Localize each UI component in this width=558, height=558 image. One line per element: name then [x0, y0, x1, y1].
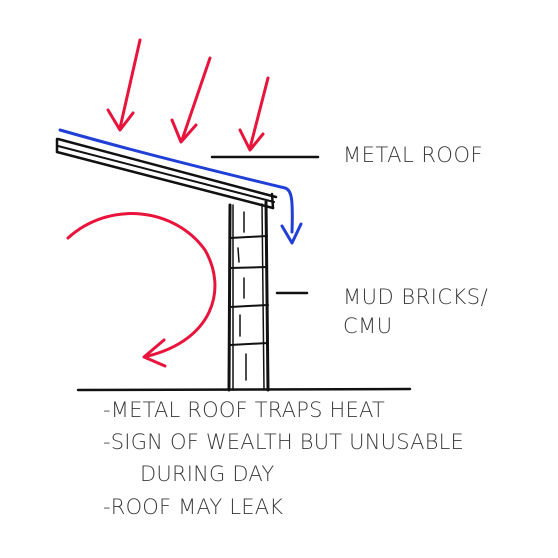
sun-ray-arrow-3 — [248, 76, 270, 150]
sun-ray-arrowhead-2 — [170, 118, 198, 144]
ground-line — [76, 387, 412, 392]
sun-ray-arrowhead-1 — [106, 108, 135, 132]
cmu-label: CMU — [343, 314, 393, 338]
note-wealth-continued: DURING DAY — [140, 462, 275, 486]
metal-roof-label: METAL ROOF — [343, 143, 484, 167]
heat-circulation-arrow — [66, 212, 217, 358]
note-leak: -ROOF MAY LEAK — [103, 495, 284, 519]
metal-roof-slab — [55, 137, 278, 210]
sun-ray-arrow-2 — [180, 56, 212, 142]
note-heat: -METAL ROOF TRAPS HEAT — [103, 398, 385, 422]
water-runoff-arrow — [58, 128, 294, 234]
water-runoff-arrowhead — [280, 222, 303, 245]
mud-bricks-label: MUD BRICKS/ — [343, 285, 489, 309]
sun-ray-arrow-1 — [118, 38, 142, 130]
sun-ray-arrows — [106, 38, 270, 152]
sun-ray-arrowhead-3 — [238, 128, 265, 152]
heat-circulation-arrowhead — [142, 338, 167, 368]
brick-wall — [227, 200, 270, 392]
note-wealth: -SIGN OF WEALTH BUT UNUSABLE — [103, 430, 465, 454]
